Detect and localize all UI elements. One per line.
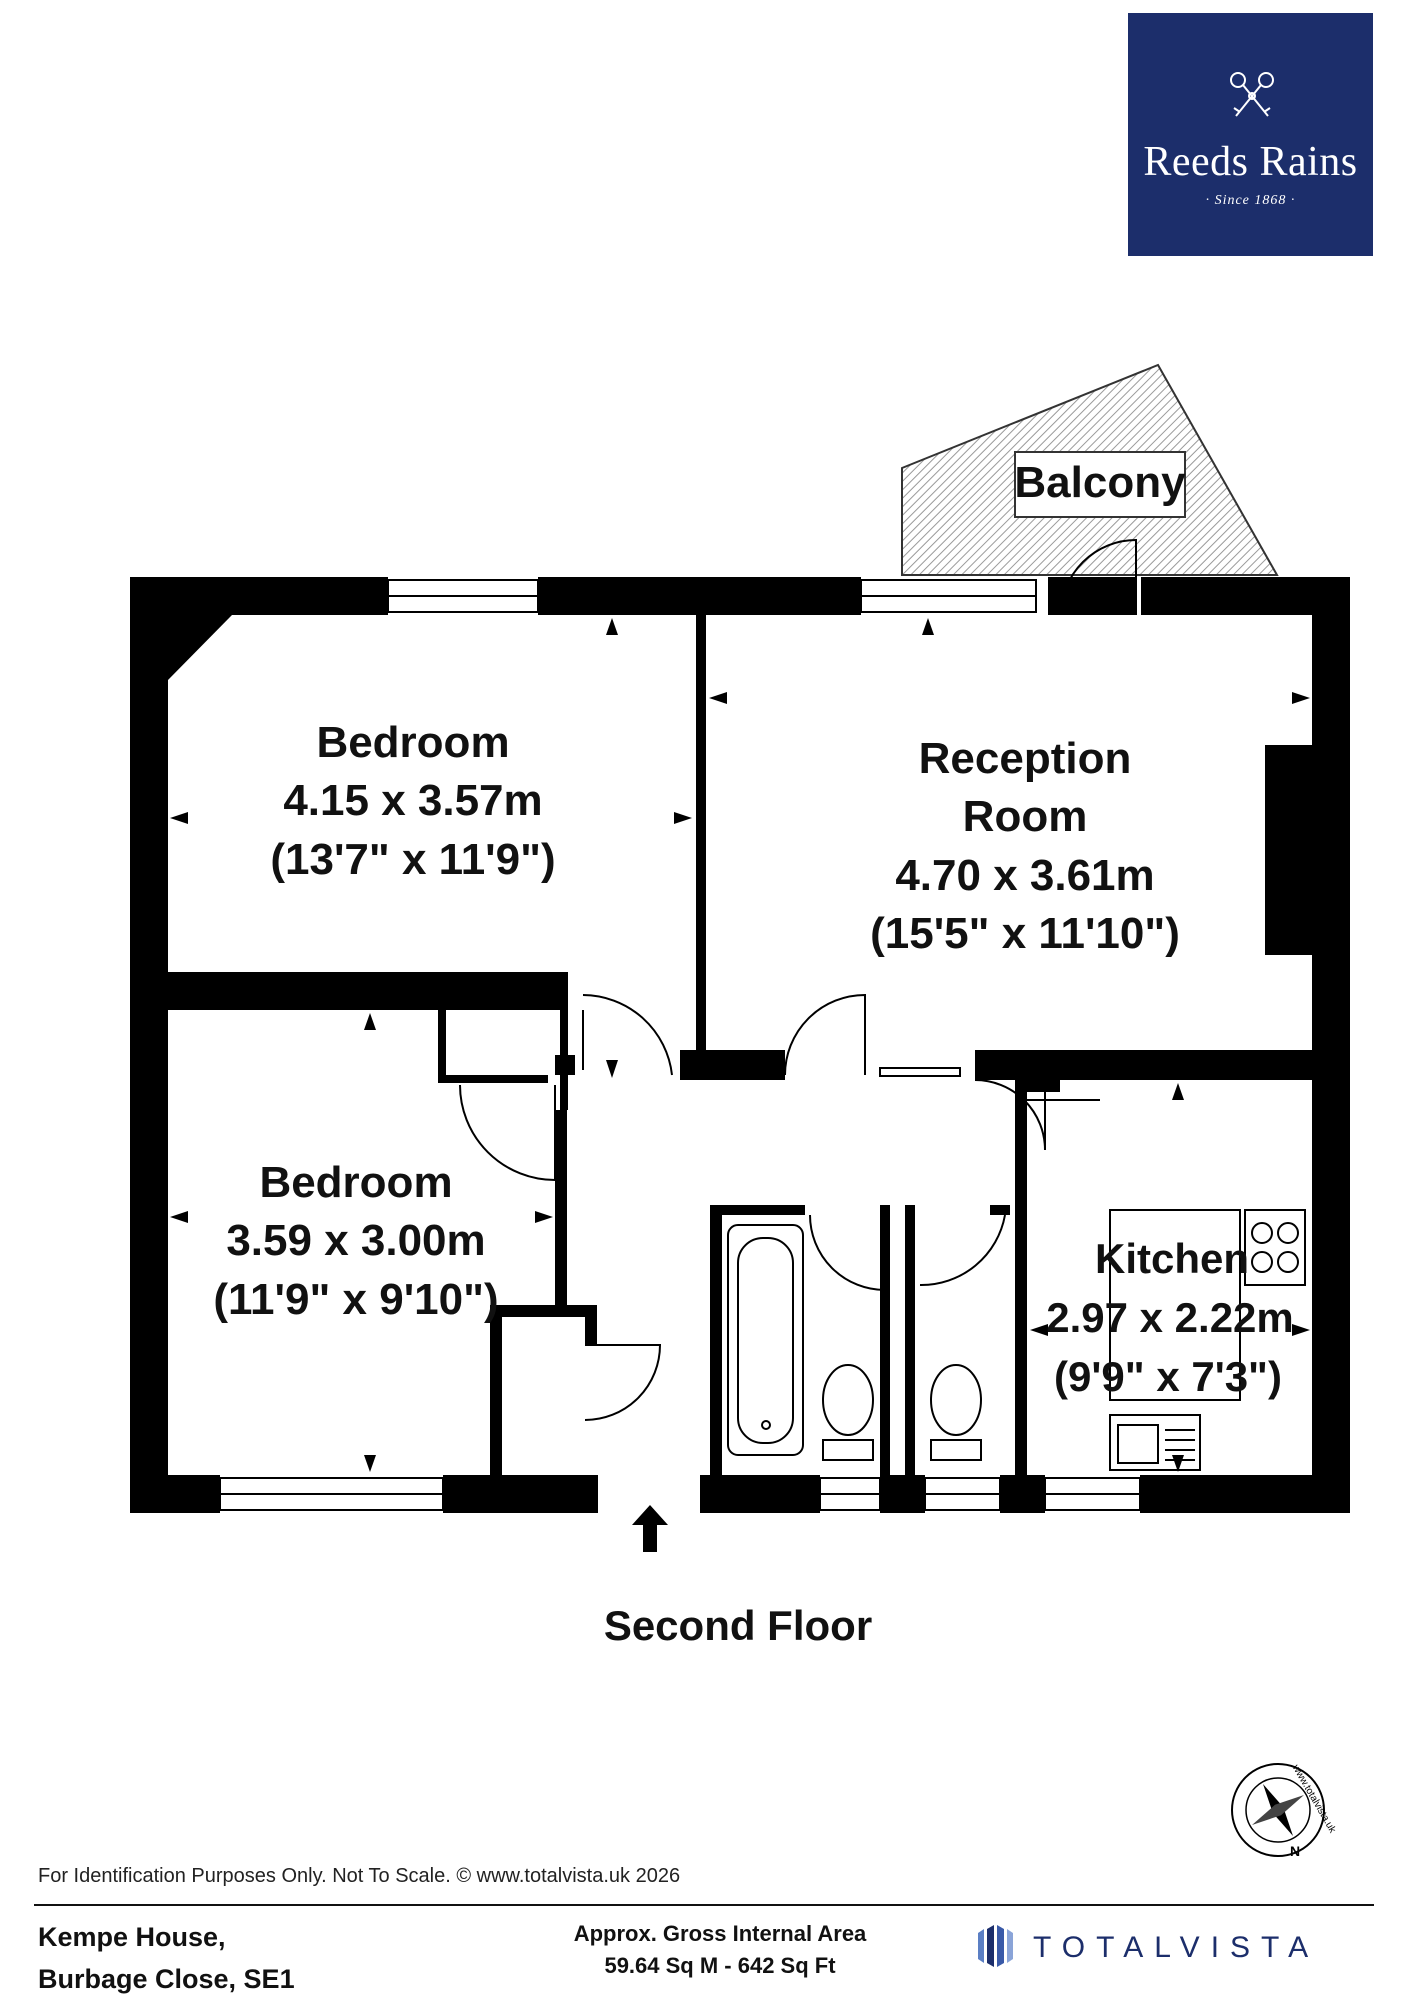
entrance-arrow bbox=[632, 1505, 668, 1552]
kitchen-fixtures bbox=[1109, 1209, 1306, 1471]
compass-icon: N www.totalvista.uk bbox=[1231, 1762, 1338, 1859]
kitchen-name: Kitchen bbox=[1095, 1235, 1249, 1282]
balcony-label: Balcony bbox=[1014, 458, 1186, 507]
area-value: 59.64 Sq M - 642 Sq Ft bbox=[604, 1953, 836, 1978]
disclaimer-text: For Identification Purposes Only. Not To… bbox=[38, 1865, 681, 1887]
bathroom-fixtures bbox=[727, 1224, 982, 1461]
kitchen-imperial: (9'9" x 7'3") bbox=[1054, 1353, 1282, 1400]
reception-room: Reception Room 4.70 x 3.61m (15'5" x 11'… bbox=[870, 734, 1180, 958]
brand-since: · Since 1868 · bbox=[1205, 193, 1296, 208]
footer-divider bbox=[34, 1904, 1374, 1906]
totalvista-logo-icon bbox=[978, 1925, 1013, 1967]
bedroom2-name: Bedroom bbox=[259, 1158, 452, 1207]
measurement-arrows bbox=[170, 618, 1310, 1472]
balcony: Balcony bbox=[901, 363, 1279, 576]
area-label: Approx. Gross Internal Area bbox=[573, 1921, 867, 1946]
address-line-1: Kempe House, bbox=[38, 1922, 226, 1952]
compass-north: N bbox=[1290, 1843, 1300, 1859]
crossed-keys-icon bbox=[1230, 72, 1274, 117]
bedroom2-metric: 3.59 x 3.00m bbox=[226, 1216, 485, 1265]
reception-metric: 4.70 x 3.61m bbox=[895, 851, 1154, 900]
vendor-name: TOTALVISTA bbox=[1033, 1931, 1320, 1964]
brand-name: Reeds Rains bbox=[1143, 139, 1358, 185]
bedroom1-imperial: (13'7" x 11'9") bbox=[270, 835, 555, 884]
doors bbox=[459, 538, 1137, 1421]
brand-logo: Reeds Rains · Since 1868 · bbox=[1128, 13, 1373, 256]
reception-name1: Reception bbox=[919, 734, 1132, 783]
reception-name2: Room bbox=[963, 792, 1088, 841]
bedroom1-metric: 4.15 x 3.57m bbox=[283, 776, 542, 825]
floor-label: Second Floor bbox=[604, 1602, 872, 1649]
floor-plan: Balcony bbox=[130, 363, 1350, 1859]
bedroom2-imperial: (11'9" x 9'10") bbox=[213, 1275, 498, 1324]
address-line-2: Burbage Close, SE1 bbox=[38, 1964, 295, 1994]
bedroom1-name: Bedroom bbox=[316, 718, 509, 767]
gross-internal-area: Approx. Gross Internal Area 59.64 Sq M -… bbox=[555, 1918, 885, 1982]
windows bbox=[219, 579, 1141, 1511]
kitchen-metric: 2.97 x 2.22m bbox=[1046, 1294, 1294, 1341]
property-address: Kempe House, Burbage Close, SE1 bbox=[38, 1916, 295, 2000]
bedroom-2: Bedroom 3.59 x 3.00m (11'9" x 9'10") bbox=[213, 1158, 498, 1324]
bedroom-1: Bedroom 4.15 x 3.57m (13'7" x 11'9") bbox=[270, 718, 555, 884]
kitchen: Kitchen 2.97 x 2.22m (9'9" x 7'3") bbox=[1046, 1235, 1294, 1400]
reception-imperial: (15'5" x 11'10") bbox=[870, 909, 1180, 958]
walls bbox=[130, 577, 1350, 1513]
